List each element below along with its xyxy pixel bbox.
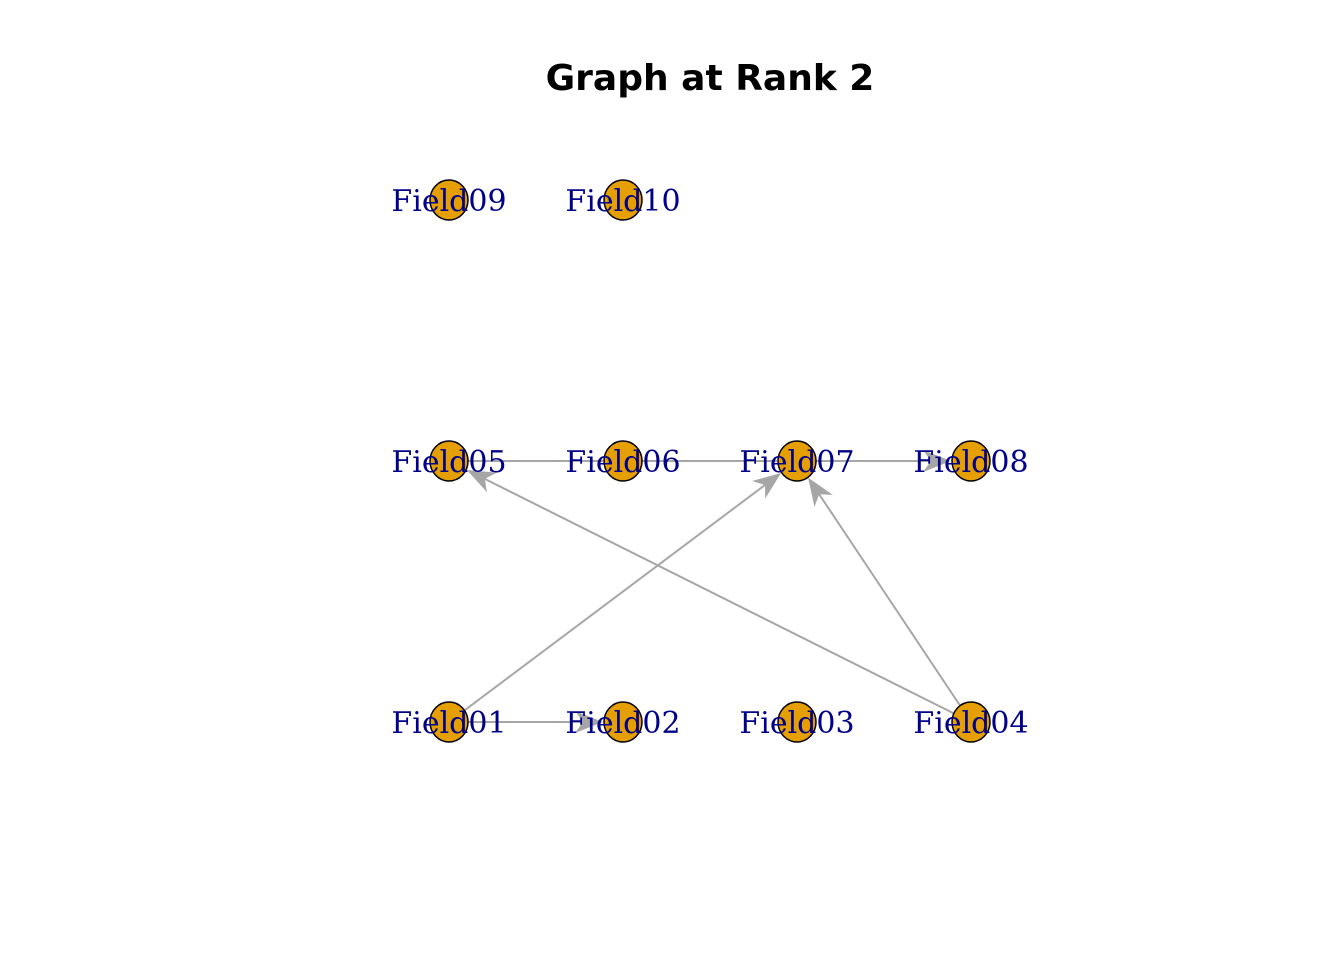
- edge-Field07-Field08: [797, 450, 951, 472]
- edge-Field04-Field05: [466, 469, 972, 723]
- node-circle: [603, 440, 643, 482]
- arrowhead-icon: [466, 469, 497, 493]
- node-circle: [429, 440, 469, 482]
- node-circle: [429, 179, 469, 221]
- node-circle: [777, 440, 817, 482]
- node-label: Field08: [913, 445, 1028, 480]
- edge-Field01-Field07: [448, 473, 781, 723]
- node-circle: [951, 440, 991, 482]
- node-Field10: Field10: [565, 179, 681, 221]
- arrowhead-icon: [808, 477, 833, 508]
- node-Field09: Field09: [391, 179, 507, 221]
- node-label: Field01: [391, 706, 506, 741]
- node-label: Field10: [565, 184, 680, 219]
- node-label: Field02: [565, 706, 680, 741]
- arrowhead-icon: [752, 473, 781, 499]
- node-Field05: Field05: [391, 440, 507, 482]
- node-circle: [429, 701, 469, 743]
- node-Field08: Field08: [913, 440, 1029, 482]
- node-Field02: Field02: [565, 701, 681, 743]
- node-label: Field06: [565, 445, 680, 480]
- arrowhead-icon: [923, 450, 951, 472]
- edge-Field04-Field07: [808, 477, 972, 723]
- node-label: Field09: [391, 184, 506, 219]
- arrowhead-icon: [575, 711, 603, 733]
- edge-Field01-Field02: [449, 711, 603, 733]
- node-Field06: Field06: [565, 440, 681, 482]
- node-label: Field04: [913, 706, 1028, 741]
- graph-title: Graph at Rank 2: [545, 58, 875, 99]
- node-Field01: Field01: [391, 701, 507, 743]
- node-circle: [777, 701, 817, 743]
- node-circle: [603, 179, 643, 221]
- node-label: Field03: [739, 706, 854, 741]
- node-Field04: Field04: [913, 701, 1029, 743]
- node-Field03: Field03: [739, 701, 855, 743]
- node-circle: [603, 701, 643, 743]
- node-label: Field07: [739, 445, 854, 480]
- node-Field07: Field07: [739, 440, 855, 482]
- node-label: Field05: [391, 445, 506, 480]
- node-circle: [951, 701, 991, 743]
